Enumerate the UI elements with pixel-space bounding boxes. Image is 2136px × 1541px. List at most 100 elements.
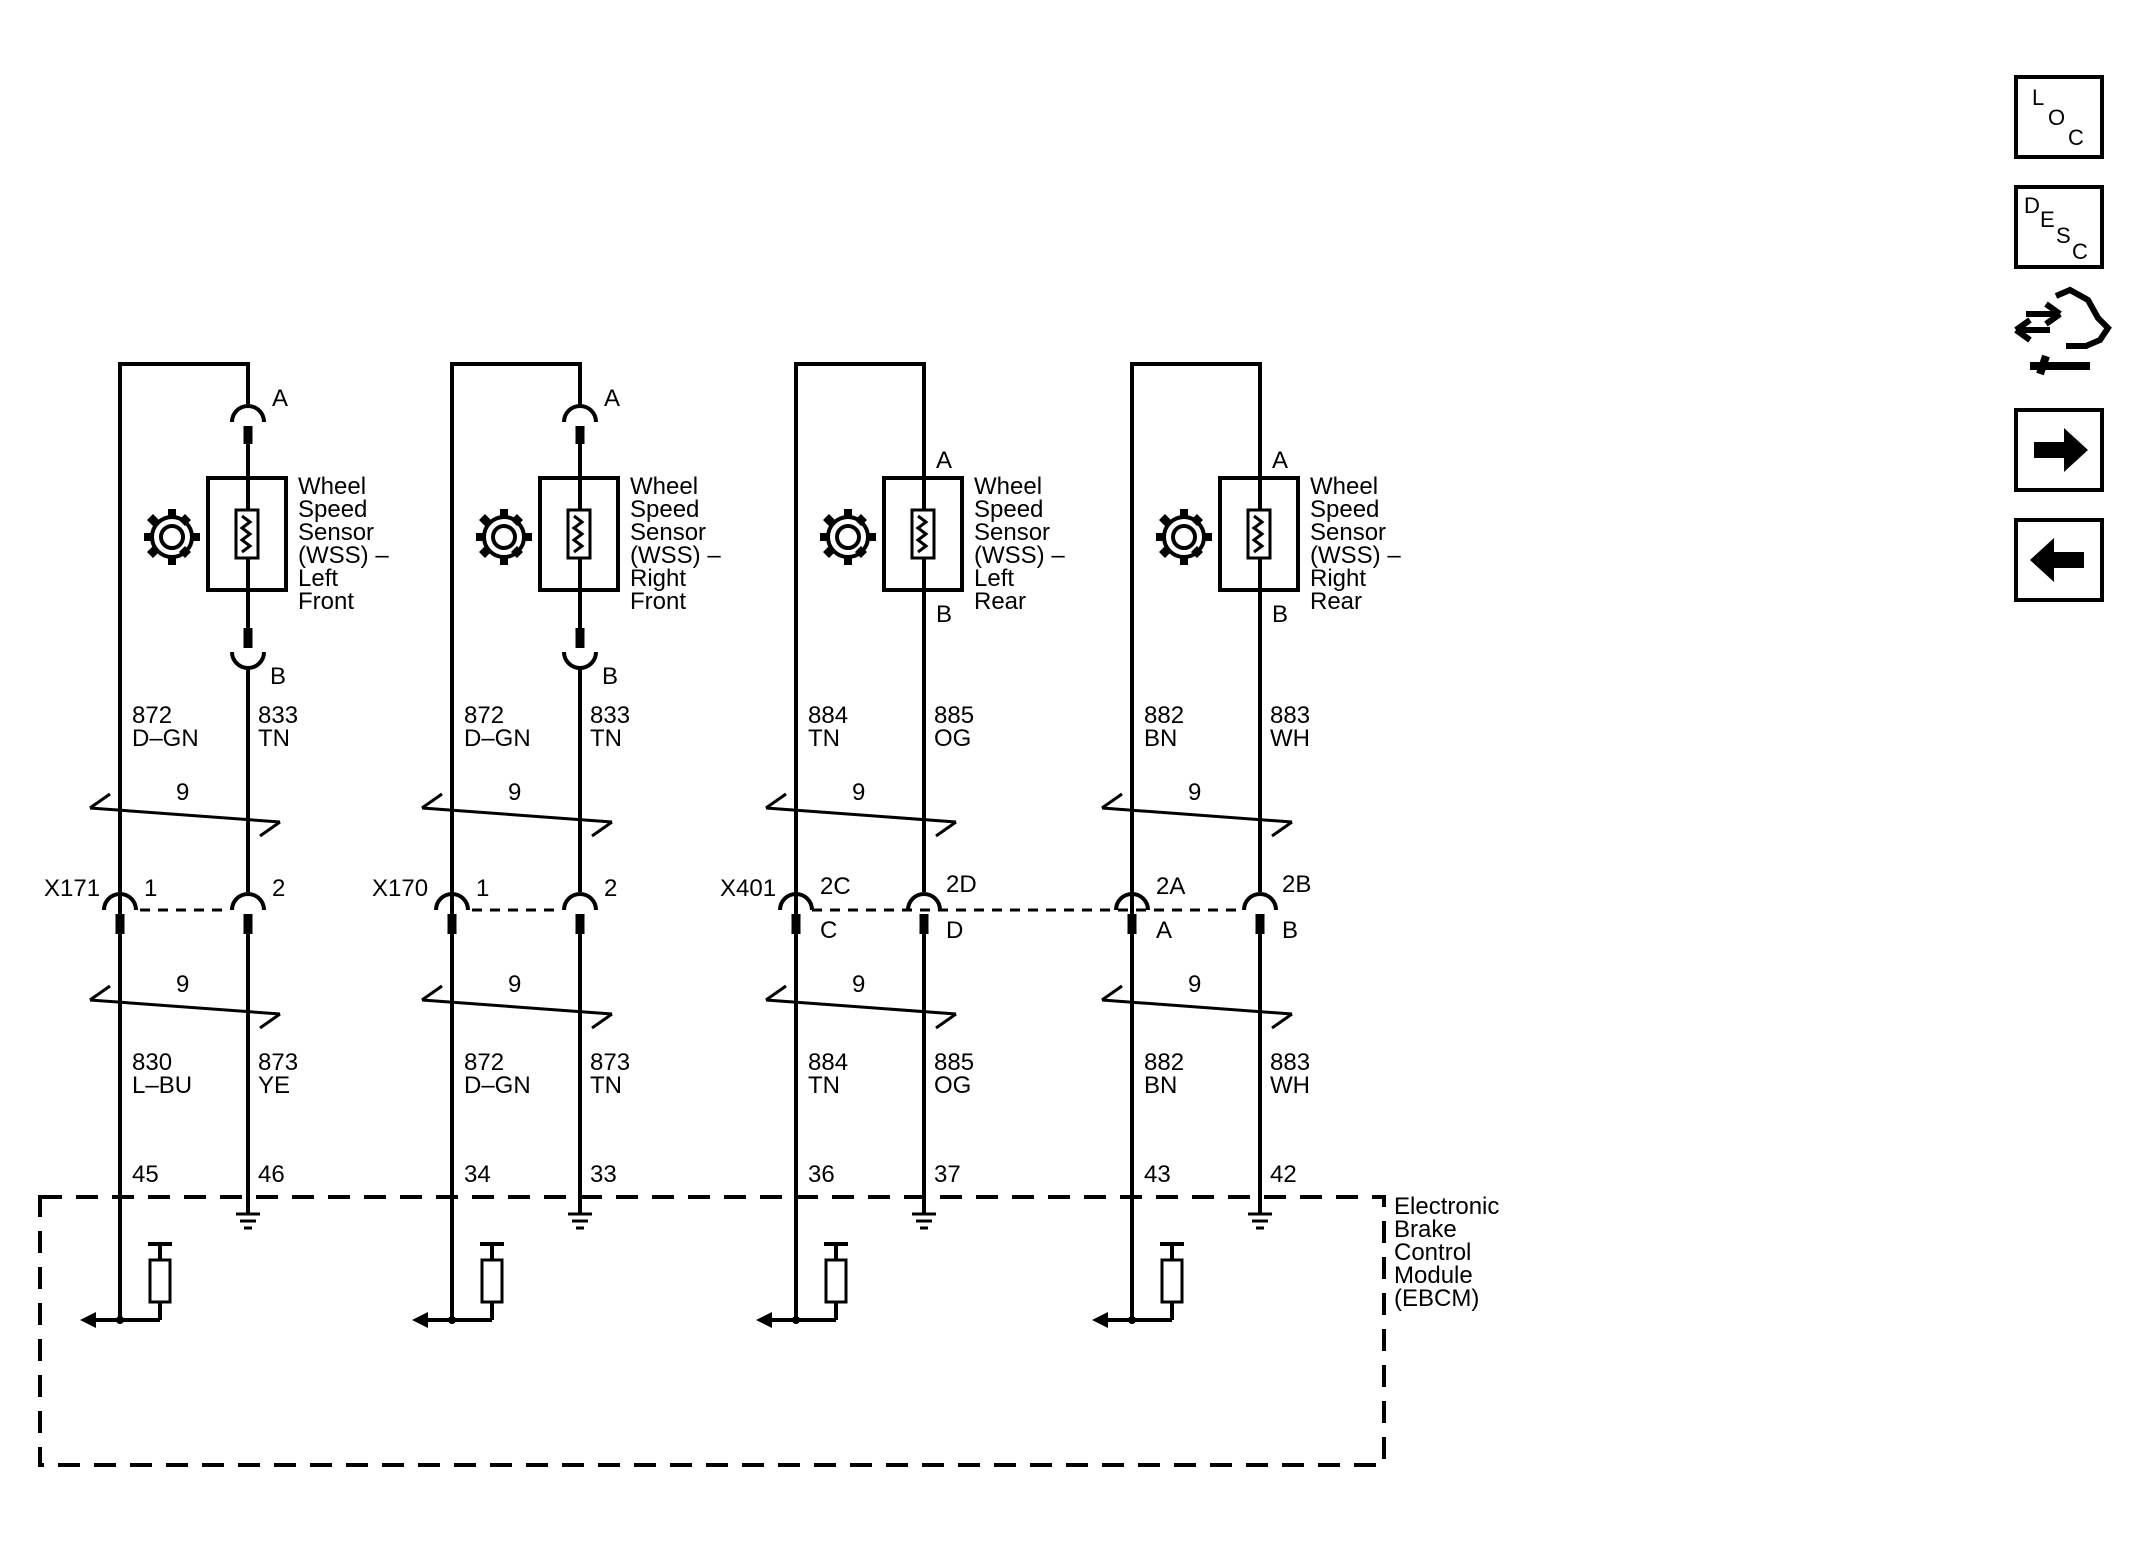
lower-left-color: L–BU: [132, 1072, 192, 1099]
upper-left-color: BN: [1144, 725, 1177, 752]
circuit-left-front: A B Wheel Speed Sensor (WSS) – Left Fron…: [44, 362, 389, 1328]
ebcm-module-label: Electronic Brake Control Module (EBCM): [1394, 1193, 1499, 1312]
sensor-name-4: (WSS) –: [630, 542, 721, 569]
ebcm-module-outline: [38, 1195, 1386, 1467]
upper-left-num: 872: [132, 702, 172, 729]
conn-right-pin: 2: [272, 875, 285, 902]
twisted-pair-upper: [421, 806, 613, 824]
module-left-pin: 45: [132, 1161, 159, 1188]
desc-e: E: [2040, 207, 2055, 232]
sensor-name-5: Right: [1310, 565, 1366, 592]
conn-left-pin-lower: C: [820, 917, 837, 944]
ground-symbol: [236, 1212, 260, 1230]
sensor-name-1: Wheel: [974, 473, 1042, 500]
pin-b-label: B: [270, 663, 286, 690]
conn-left-pin: 1: [476, 875, 489, 902]
loc-l: L: [2032, 85, 2044, 110]
wire-loop: [118, 362, 250, 1320]
circuit-right-rear: A B Wheel Speed Sensor (WSS) – Right Rea…: [1092, 362, 1401, 1328]
sensor-name-2: Speed: [630, 496, 699, 523]
lower-right-color: WH: [1270, 1072, 1310, 1099]
upper-left-color: D–GN: [132, 725, 199, 752]
twist-upper-label: 9: [852, 779, 865, 806]
gear-icon: [144, 509, 200, 565]
module-line2: Brake: [1394, 1216, 1457, 1243]
input-circuit: [1092, 1242, 1184, 1328]
ground-symbol: [912, 1212, 936, 1230]
module-line5: (EBCM): [1394, 1285, 1479, 1312]
sensor-name-4: (WSS) –: [298, 542, 389, 569]
upper-right-num: 833: [590, 702, 630, 729]
module-right-pin: 42: [1270, 1161, 1297, 1188]
twist-upper-label: 9: [1188, 779, 1201, 806]
sensor-name-3: Sensor: [298, 519, 374, 546]
upper-right-color: WH: [1270, 725, 1310, 752]
circuit-right-front: A B Wheel Speed Sensor (WSS) – Right Fro…: [372, 362, 721, 1328]
lower-left-color: D–GN: [464, 1072, 531, 1099]
conn-right-pin-lower: D: [946, 917, 963, 944]
upper-left-num: 872: [464, 702, 504, 729]
circuit-left-rear: A B Wheel Speed Sensor (WSS) – Left Rear…: [720, 362, 1065, 1328]
twist-upper-label: 9: [508, 779, 521, 806]
module-left-pin: 43: [1144, 1161, 1171, 1188]
twist-lower-label: 9: [176, 971, 189, 998]
lower-left-color: TN: [808, 1072, 840, 1099]
upper-right-num: 885: [934, 702, 974, 729]
input-circuit: [80, 1242, 172, 1328]
back-button[interactable]: [2014, 518, 2104, 602]
sensor-name-5: Right: [630, 565, 686, 592]
pin-b-terminal: [230, 651, 266, 670]
sensor-name-4: (WSS) –: [974, 542, 1065, 569]
pin-b-label: B: [936, 601, 952, 628]
conn-right-pin: 2: [604, 875, 617, 902]
desc-s: S: [2056, 223, 2071, 248]
twist-upper-label: 9: [176, 779, 189, 806]
sensor-name-3: Sensor: [1310, 519, 1386, 546]
twisted-pair-lower: [1101, 998, 1293, 1016]
ground-symbol: [568, 1212, 592, 1230]
sensor-name-6: Front: [298, 588, 354, 615]
upper-right-color: OG: [934, 725, 971, 752]
module-right-pin: 37: [934, 1161, 961, 1188]
sensor-name-2: Speed: [974, 496, 1043, 523]
twist-lower-label: 9: [508, 971, 521, 998]
connector-hand-icon: [2014, 286, 2112, 376]
module-left-pin: 34: [464, 1161, 491, 1188]
lower-right-num: 873: [590, 1049, 630, 1076]
desc-c: C: [2072, 239, 2088, 264]
pin-a-label: A: [1272, 447, 1288, 474]
lower-right-num: 883: [1270, 1049, 1310, 1076]
twisted-pair-lower: [765, 998, 957, 1016]
connector-id: X171: [44, 875, 100, 902]
conn-left-pin: 2A: [1156, 873, 1185, 900]
pin-b-label: B: [602, 663, 618, 690]
conn-right-pin-lower: B: [1282, 917, 1298, 944]
lower-right-color: TN: [590, 1072, 622, 1099]
connector-hand-button[interactable]: [2014, 286, 2112, 376]
lower-right-color: YE: [258, 1072, 290, 1099]
conn-right-pin: 2D: [946, 871, 977, 898]
back-arrow-icon: [2030, 538, 2084, 582]
twisted-pair-upper: [1101, 806, 1293, 824]
lower-right-num: 885: [934, 1049, 974, 1076]
ground-symbol: [1248, 1212, 1272, 1230]
loc-button[interactable]: L O C: [2014, 75, 2104, 159]
gear-icon: [476, 509, 532, 565]
desc-button[interactable]: D E S C: [2014, 185, 2104, 269]
upper-right-color: TN: [258, 725, 290, 752]
pin-a-terminal: [230, 404, 266, 423]
twisted-pair-upper: [89, 806, 281, 824]
sensor-name-1: Wheel: [630, 473, 698, 500]
loc-c: C: [2068, 125, 2084, 150]
forward-arrow-icon: [2034, 428, 2088, 472]
twisted-pair-lower: [89, 998, 281, 1016]
forward-button[interactable]: [2014, 408, 2104, 492]
lower-left-num: 830: [132, 1049, 172, 1076]
sensor-name-4: (WSS) –: [1310, 542, 1401, 569]
sensor-name-6: Rear: [974, 588, 1026, 615]
conn-left-pin-lower: A: [1156, 917, 1172, 944]
twist-lower-label: 9: [1188, 971, 1201, 998]
input-circuit: [412, 1242, 504, 1328]
